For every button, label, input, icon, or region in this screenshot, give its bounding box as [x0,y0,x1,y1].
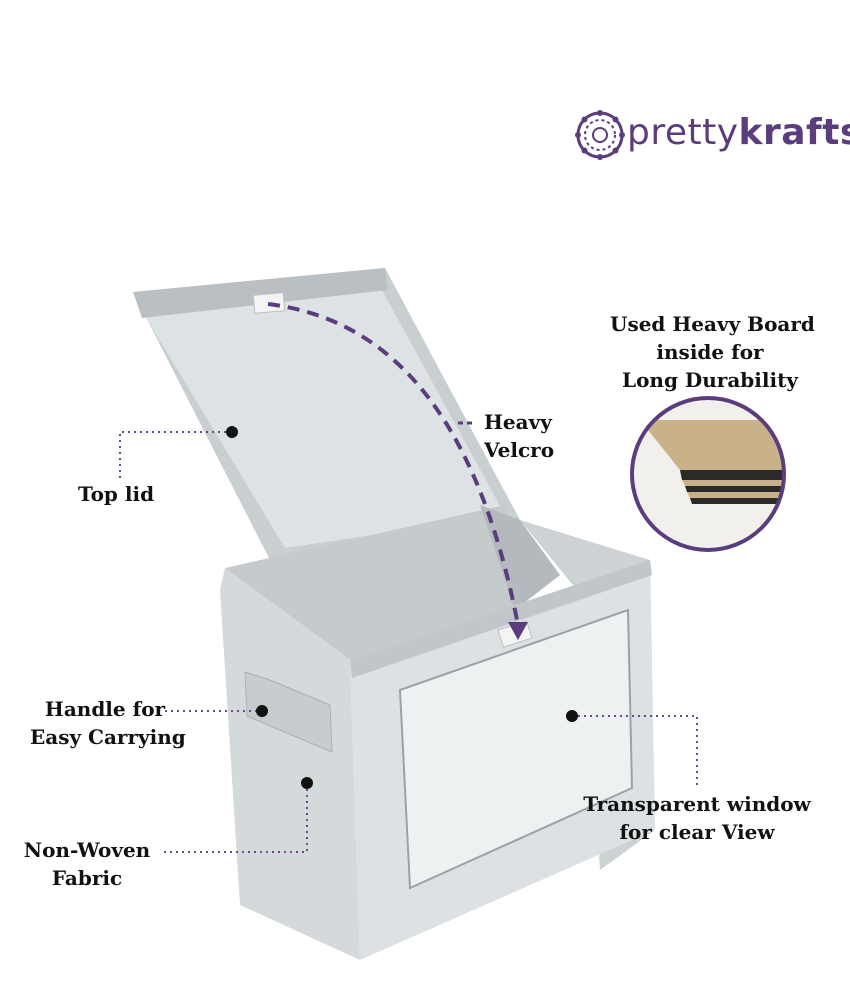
label-top-lid: Top lid [78,480,154,508]
label-window-line-1: Transparent window [583,792,811,816]
label-velcro-line-1: Heavy [484,410,552,434]
label-top-lid-text: Top lid [78,482,155,506]
velcro-arrow [267,302,520,626]
label-handle-line-2: Easy Carrying [30,725,186,749]
label-board-line-1: Used Heavy Board [610,312,815,336]
brand-name-bold: krafts [738,112,850,153]
label-board-line-3: Long Durability [622,368,798,392]
label-board-line-2: inside for [656,340,764,364]
label-velcro-line-2: Velcro [484,438,555,462]
label-window-line-2: for clear View [619,820,775,844]
transparent-window [398,608,634,890]
label-handle-line-1: Handle for [44,697,166,721]
callout-dots [226,426,578,789]
label-velcro: Heavy Velcro [484,408,554,464]
label-fabric-line-1: Non-Woven [23,838,151,862]
box-interior [225,505,515,660]
callout-lines [119,431,698,853]
label-fabric: Non-Woven Fabric [22,836,152,892]
box-left-side [220,568,360,960]
board-sample-circle [630,396,786,552]
brand-logo: prettykraftsTM [627,112,850,153]
brand-name-light: pretty [627,112,739,153]
label-window: Transparent window for clear View [582,790,812,846]
box-lid [133,268,520,560]
label-handle: Handle for Easy Carrying [30,695,186,751]
prettykrafts-mandala-logo [575,110,625,160]
label-board: Used Heavy Board inside for Long Durabil… [610,310,815,394]
handle [244,671,333,753]
label-fabric-line-2: Fabric [51,866,123,890]
